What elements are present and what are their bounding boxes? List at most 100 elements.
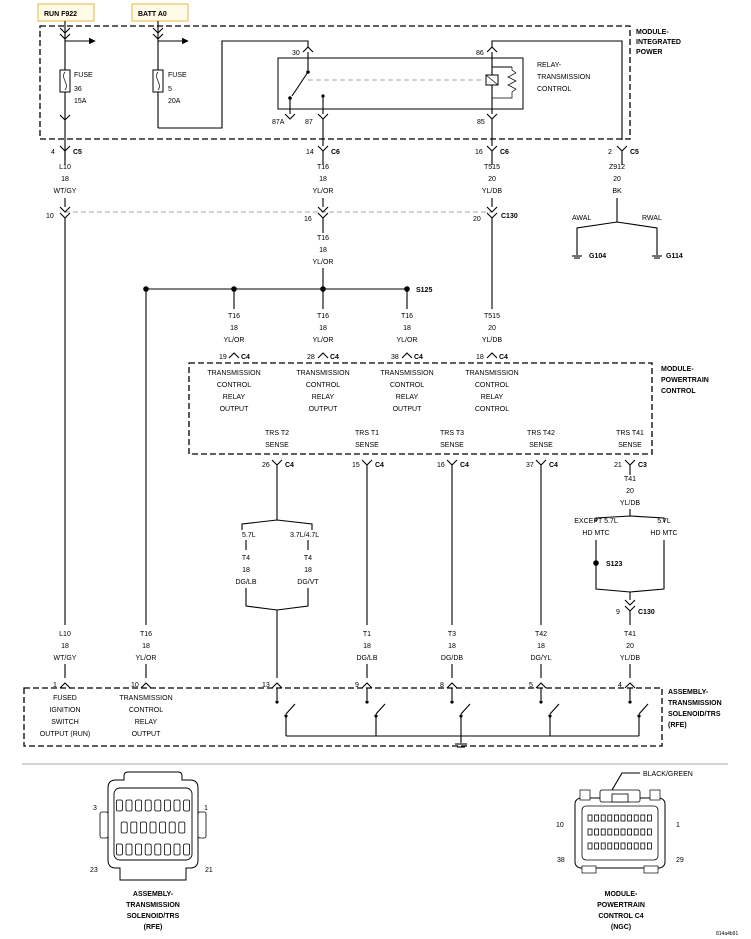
ground-rwal-label: RWAL bbox=[642, 215, 662, 222]
svg-text:T41: T41 bbox=[624, 476, 636, 483]
pcm-function-3: TRANSMISSION CONTROL RELAY OUTPUT bbox=[380, 370, 433, 413]
wire-t16-bottom: T16 18 YL/OR bbox=[135, 631, 156, 662]
svg-text:MODULE-: MODULE- bbox=[661, 366, 694, 373]
pcm-pin-cavity bbox=[633, 828, 639, 836]
pcm-pin-cavity bbox=[594, 828, 599, 836]
trs-pin-cavity bbox=[154, 843, 162, 856]
pcm-function-4: TRANSMISSION CONTROL RELAY CONTROL bbox=[465, 370, 518, 413]
trs-pin-cavity bbox=[135, 799, 143, 812]
svg-text:20: 20 bbox=[626, 488, 634, 495]
splice-s123-node bbox=[593, 560, 599, 566]
svg-text:T16: T16 bbox=[140, 631, 152, 638]
transmission-solenoid-trs-outline bbox=[23, 687, 663, 747]
svg-text:10: 10 bbox=[131, 682, 139, 689]
svg-text:CONTROL: CONTROL bbox=[475, 382, 509, 389]
trs-conn-pin-23: 23 bbox=[90, 867, 98, 874]
trs-pin-10: 10 bbox=[131, 682, 152, 689]
trs-pin-cavity bbox=[144, 843, 152, 856]
svg-text:G104: G104 bbox=[589, 253, 606, 260]
ground-g114-icon: G114 bbox=[652, 253, 683, 260]
wire-t16-top: T16 18 YL/OR bbox=[312, 164, 333, 195]
svg-text:BATT A0: BATT A0 bbox=[138, 11, 167, 18]
svg-text:21: 21 bbox=[614, 462, 622, 469]
pcm-conn-pin-10: 10 bbox=[556, 822, 564, 829]
svg-text:36: 36 bbox=[74, 86, 82, 93]
svg-text:14: 14 bbox=[306, 149, 314, 156]
pcm-pin-cavity bbox=[594, 842, 599, 850]
svg-text:4: 4 bbox=[618, 682, 622, 689]
pcm-c4-connector-view bbox=[574, 789, 666, 874]
pcm-pin-cavity bbox=[633, 814, 639, 822]
relay-pin-86: 86 bbox=[476, 50, 484, 57]
trs-pin-5: 5 bbox=[529, 682, 547, 689]
ipm-connector-c5-pin2: 2 C5 bbox=[608, 145, 639, 156]
svg-text:RELAY: RELAY bbox=[481, 394, 504, 401]
svg-text:CONTROL: CONTROL bbox=[390, 382, 424, 389]
svg-text:CONTROL: CONTROL bbox=[537, 86, 571, 93]
svg-text:TRANSMISSION: TRANSMISSION bbox=[126, 902, 180, 909]
trs-switch-pin9 bbox=[365, 688, 386, 736]
svg-text:T41: T41 bbox=[624, 631, 636, 638]
svg-text:ASSEMBLY-: ASSEMBLY- bbox=[668, 689, 709, 696]
svg-text:8: 8 bbox=[440, 682, 444, 689]
svg-text:C5: C5 bbox=[630, 149, 639, 156]
trs-pin-cavity bbox=[125, 843, 133, 856]
svg-text:C6: C6 bbox=[331, 149, 340, 156]
trs-pin-cavity bbox=[120, 821, 128, 834]
ground-awal-label: AWAL bbox=[572, 215, 591, 222]
svg-text:OUTPUT: OUTPUT bbox=[132, 731, 162, 738]
pcm-c4-connector-caption: MODULE- POWERTRAIN CONTROL C4 (NGC) bbox=[597, 891, 645, 931]
svg-text:18: 18 bbox=[61, 176, 69, 183]
svg-text:16: 16 bbox=[304, 216, 312, 223]
svg-text:18: 18 bbox=[319, 325, 327, 332]
svg-text:18: 18 bbox=[242, 567, 250, 574]
svg-text:CONTROL: CONTROL bbox=[661, 388, 696, 395]
trs-pin-cavity bbox=[149, 821, 157, 834]
pcm-pin-cavity bbox=[587, 814, 593, 822]
svg-text:YL/OR: YL/OR bbox=[135, 655, 156, 662]
splice-s123-label: S123 bbox=[606, 561, 622, 568]
svg-text:18: 18 bbox=[142, 643, 150, 650]
svg-text:C4: C4 bbox=[330, 354, 339, 361]
trs-ground-icon bbox=[455, 736, 467, 748]
svg-text:T1: T1 bbox=[363, 631, 371, 638]
svg-text:FUSED: FUSED bbox=[53, 695, 77, 702]
trs-pin-9: 9 bbox=[355, 682, 373, 689]
pcm-sense-trs-t1: TRS T1 SENSE 15 C4 bbox=[352, 430, 384, 469]
svg-text:TRANSMISSION: TRANSMISSION bbox=[380, 370, 433, 377]
svg-text:5: 5 bbox=[529, 682, 533, 689]
svg-text:T16: T16 bbox=[401, 313, 413, 320]
pcm-sense-trs-t41: TRS T41 SENSE 21 C3 bbox=[614, 430, 647, 469]
svg-text:RELAY: RELAY bbox=[135, 719, 158, 726]
trs-pin-cavity bbox=[183, 843, 191, 856]
wire-t515-top: T515 20 YL/DB bbox=[482, 164, 503, 195]
black-green-callout: BLACK/GREEN bbox=[611, 771, 693, 791]
svg-text:EXCEPT 5.7L: EXCEPT 5.7L bbox=[574, 518, 618, 525]
svg-text:TRANSMISSION: TRANSMISSION bbox=[465, 370, 518, 377]
svg-text:9: 9 bbox=[616, 609, 620, 616]
svg-text:C4: C4 bbox=[499, 354, 508, 361]
svg-text:C4: C4 bbox=[241, 354, 250, 361]
figure-id: 814a4b91 bbox=[716, 931, 738, 937]
svg-text:2: 2 bbox=[608, 149, 612, 156]
svg-text:38: 38 bbox=[391, 354, 399, 361]
svg-text:CONTROL C4: CONTROL C4 bbox=[598, 913, 643, 920]
svg-text:RELAY: RELAY bbox=[396, 394, 419, 401]
pcm-pin-cavity bbox=[620, 842, 626, 850]
trs-pin-13: 13 bbox=[262, 682, 283, 689]
pcm-pin-cavity bbox=[647, 814, 652, 822]
svg-text:HD MTC: HD MTC bbox=[650, 530, 677, 537]
trs-switch-pin8 bbox=[450, 688, 471, 736]
wire-t41-upper: T41 20 YL/DB bbox=[620, 476, 641, 507]
trs-pin-cavity bbox=[173, 843, 181, 856]
svg-text:20: 20 bbox=[626, 643, 634, 650]
trs-switch-pin4 bbox=[628, 688, 649, 736]
relay-pin-87a: 87A bbox=[272, 119, 285, 126]
pcm-pin-cavity bbox=[594, 814, 599, 822]
svg-text:18: 18 bbox=[537, 643, 545, 650]
pcm-function-1: TRANSMISSION CONTROL RELAY OUTPUT bbox=[207, 370, 260, 413]
svg-text:YL/DB: YL/DB bbox=[482, 188, 503, 195]
pcm-conn-pin-29: 29 bbox=[676, 857, 684, 864]
pcm-pin-cavity bbox=[640, 814, 646, 822]
wire-l10-bottom: L10 18 WT/GY bbox=[54, 631, 77, 662]
